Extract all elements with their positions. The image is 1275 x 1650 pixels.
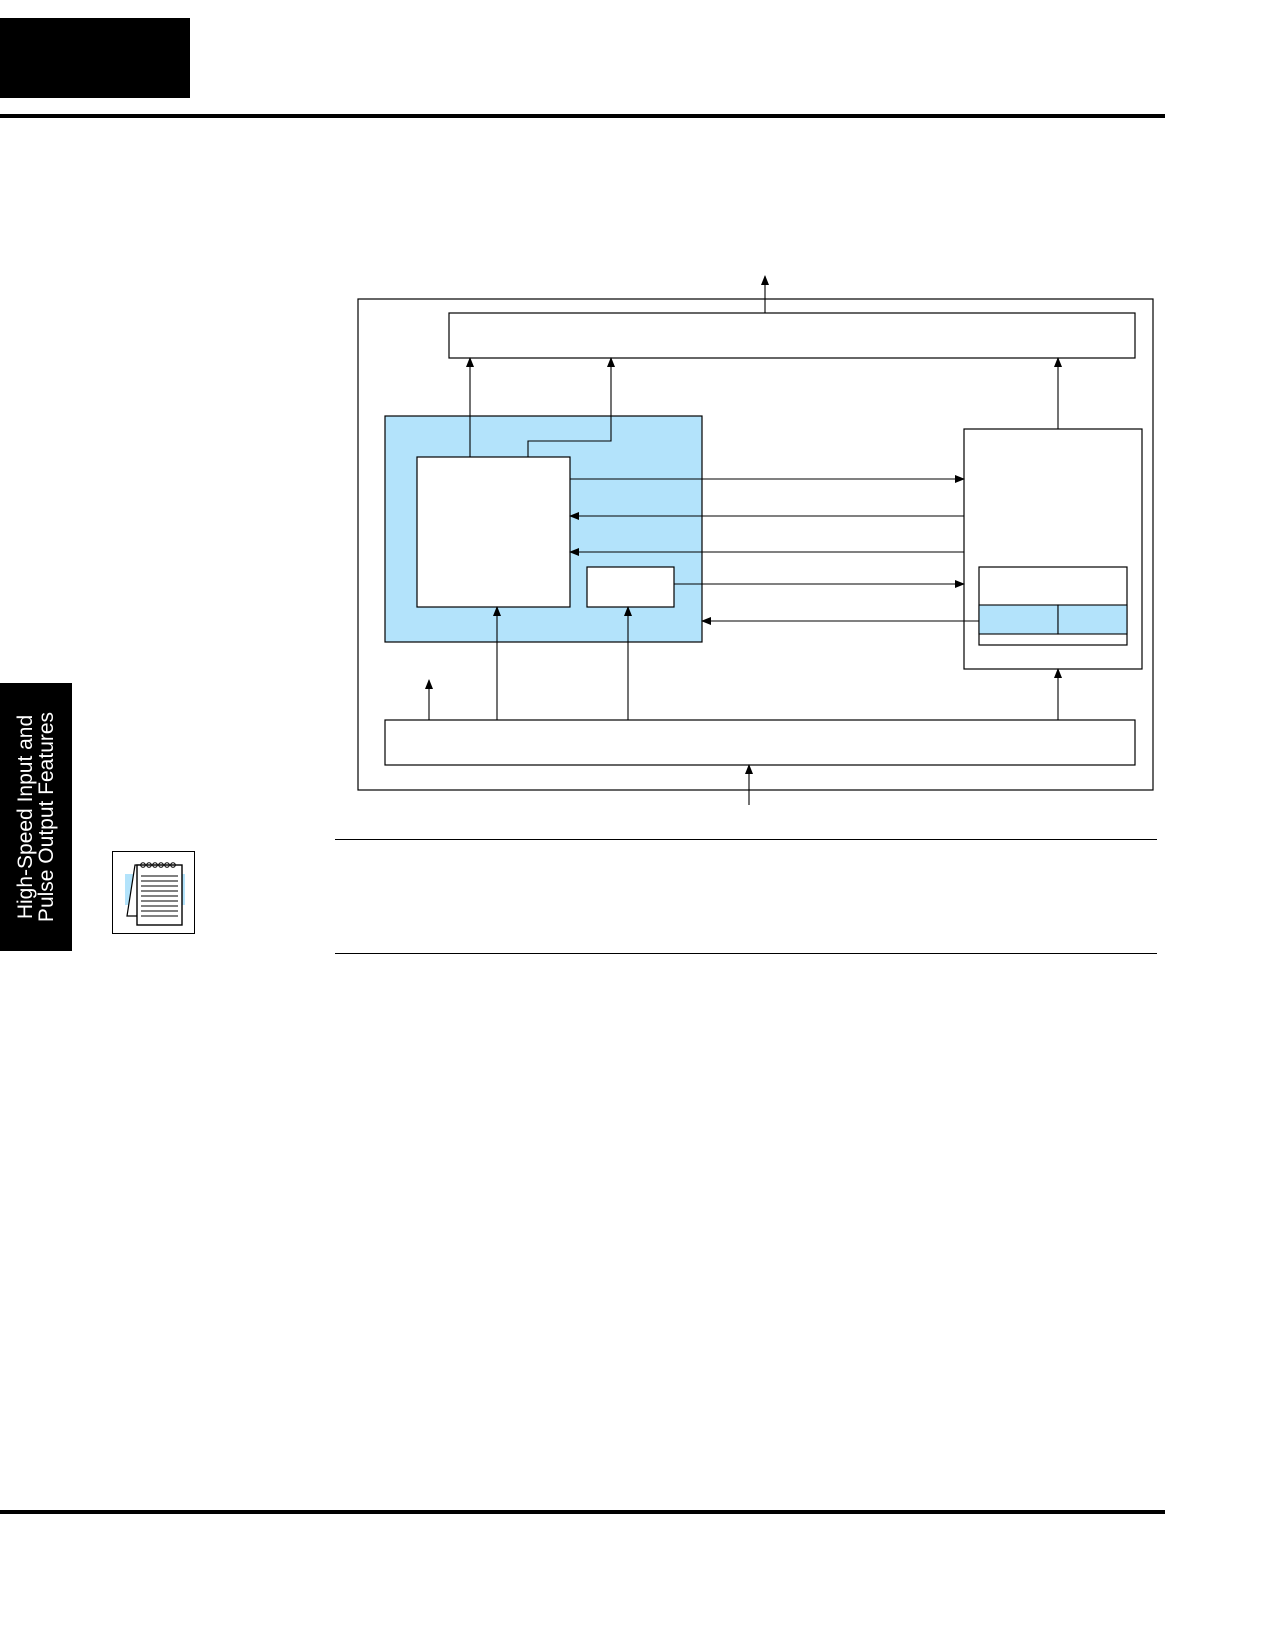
footer-rule	[0, 1510, 1165, 1514]
arrow-left-block-to-top-bus	[527, 357, 615, 457]
side-tab-line-2: Pulse Output Features	[35, 711, 58, 923]
note-rule-bottom	[335, 953, 1157, 954]
header-rule	[0, 114, 1165, 118]
note-rule-top	[335, 839, 1157, 840]
chapter-number-block	[0, 18, 190, 98]
top-bus-block	[448, 312, 1136, 359]
small-inner-block	[586, 566, 675, 608]
left-inner-block	[416, 456, 571, 608]
chapter-side-tab: High-Speed Input and Pulse Output Featur…	[0, 683, 72, 951]
side-tab-label: High-Speed Input and Pulse Output Featur…	[14, 683, 58, 951]
right-subblock-cell-right	[1057, 604, 1128, 635]
notepad-icon	[112, 851, 195, 934]
bottom-bus-block	[384, 719, 1136, 766]
right-subblock-cell-left	[978, 604, 1059, 635]
side-tab-line-1: High-Speed Input and	[14, 714, 37, 920]
